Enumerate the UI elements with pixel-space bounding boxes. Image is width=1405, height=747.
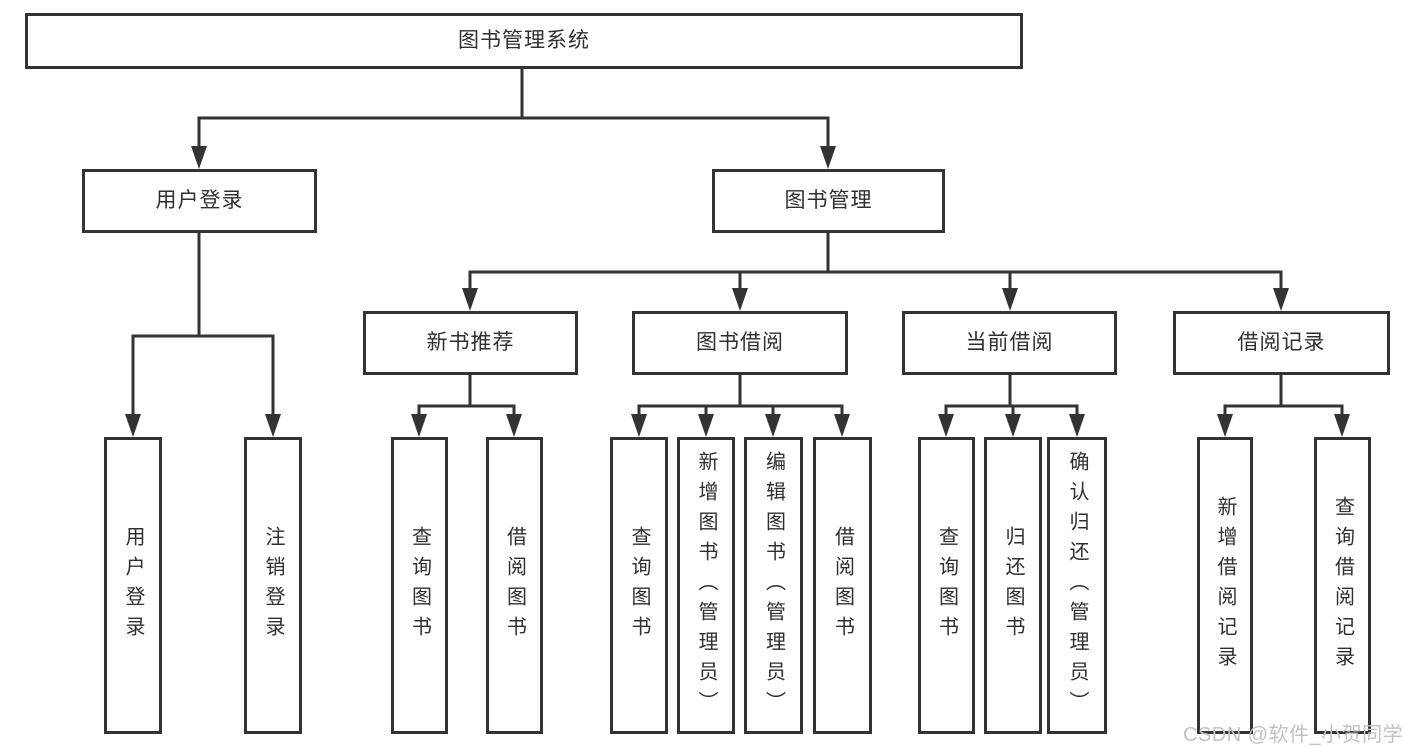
node-label: 用户登录 bbox=[122, 525, 144, 646]
node-label: 注销登录 bbox=[262, 525, 284, 646]
node-label: 编辑图书（管理员） bbox=[762, 450, 785, 721]
node-book-management: 图书管理 bbox=[712, 169, 945, 233]
node-label: 查询借阅记录 bbox=[1331, 495, 1354, 676]
node-label: 查询图书 bbox=[408, 525, 431, 646]
leaf-borrow-books-recommend: 借阅图书 bbox=[486, 437, 543, 734]
node-label: 图书管理 bbox=[784, 189, 873, 213]
node-label: 借阅图书 bbox=[503, 525, 526, 646]
node-label: 借阅记录 bbox=[1237, 331, 1326, 355]
node-label: 当前借阅 bbox=[965, 331, 1054, 355]
leaf-query-books-current: 查询图书 bbox=[918, 437, 975, 734]
node-current-borrowing: 当前借阅 bbox=[902, 311, 1117, 375]
connector-wire bbox=[131, 69, 1344, 420]
leaf-query-borrow-record: 查询借阅记录 bbox=[1314, 437, 1371, 734]
leaf-add-borrow-record: 新增借阅记录 bbox=[1197, 437, 1253, 734]
leaf-borrow-books-borrowing: 借阅图书 bbox=[813, 437, 872, 734]
node-new-book-recommendation: 新书推荐 bbox=[363, 311, 578, 375]
node-label: 图书借阅 bbox=[696, 331, 784, 355]
node-label: 图书管理系统 bbox=[458, 29, 590, 53]
node-user-login: 用户登录 bbox=[82, 169, 317, 233]
node-label: 新增图书（管理员） bbox=[695, 450, 717, 721]
watermark: CSDN @软件_小贺同学 bbox=[1183, 724, 1404, 746]
node-label: 借阅图书 bbox=[831, 525, 854, 646]
leaf-logout-login: 注销登录 bbox=[244, 437, 302, 734]
leaf-confirm-return-admin: 确认归还（管理员） bbox=[1047, 437, 1107, 734]
node-label: 新增借阅记录 bbox=[1214, 495, 1236, 676]
leaf-user-login: 用户登录 bbox=[104, 437, 162, 734]
leaf-query-books-recommend: 查询图书 bbox=[391, 437, 448, 734]
node-borrowing-records: 借阅记录 bbox=[1173, 311, 1390, 375]
leaf-edit-book-admin: 编辑图书（管理员） bbox=[744, 437, 803, 734]
node-book-borrowing: 图书借阅 bbox=[632, 311, 848, 375]
node-label: 新书推荐 bbox=[426, 331, 515, 355]
node-label: 查询图书 bbox=[935, 525, 958, 646]
node-label: 归还图书 bbox=[1002, 525, 1024, 646]
arrow-down-icon bbox=[125, 146, 1350, 437]
leaf-return-books: 归还图书 bbox=[984, 437, 1042, 734]
node-library-management-system: 图书管理系统 bbox=[25, 13, 1023, 69]
node-label: 查询图书 bbox=[628, 525, 650, 646]
node-label: 用户登录 bbox=[155, 189, 244, 213]
leaf-add-book-admin: 新增图书（管理员） bbox=[677, 437, 735, 734]
leaf-query-books-borrowing: 查询图书 bbox=[610, 437, 668, 734]
node-label: 确认归还（管理员） bbox=[1066, 450, 1088, 721]
